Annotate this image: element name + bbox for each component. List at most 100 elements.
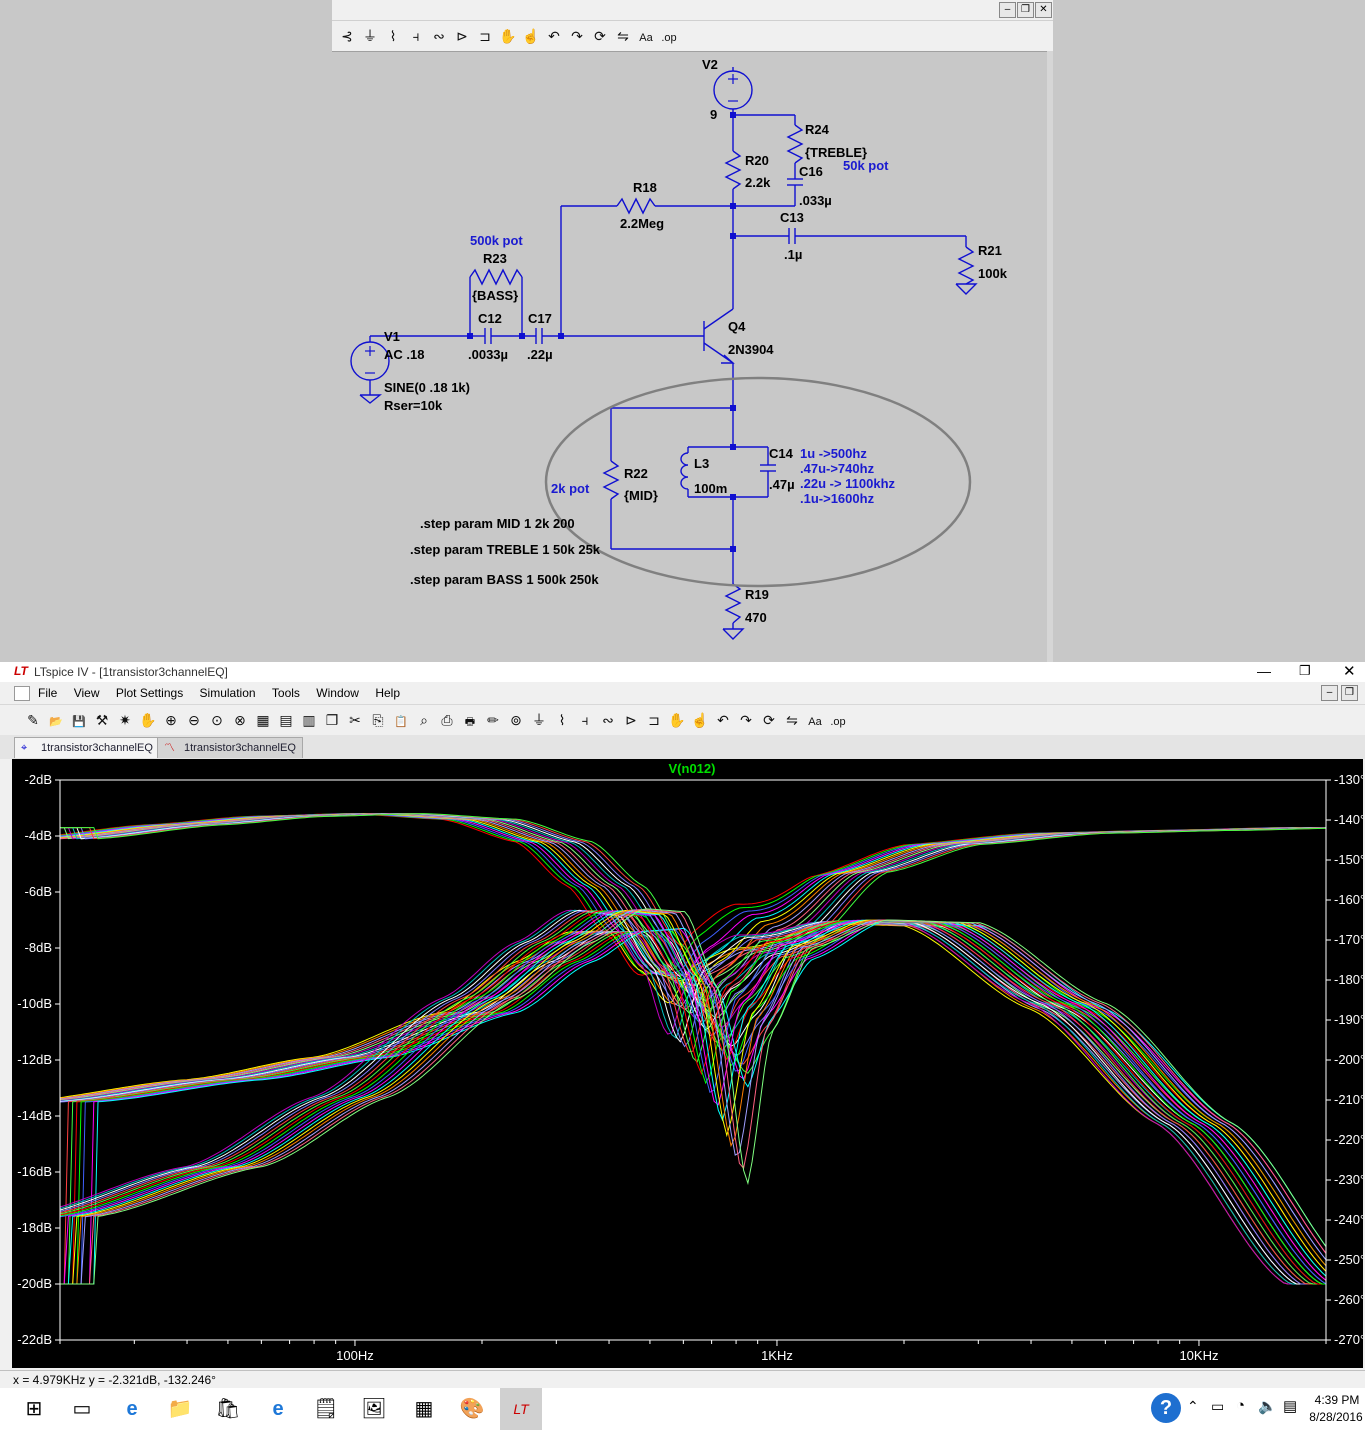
schematic-scrollbar[interactable] — [1047, 51, 1053, 665]
drag-icon[interactable]: ☝ — [691, 712, 709, 728]
volume-icon[interactable]: 🔈 — [1258, 1398, 1277, 1415]
paste-icon[interactable]: 📋 — [394, 716, 408, 728]
r18-value: 2.2Meg — [620, 216, 664, 231]
zoom-fit-icon[interactable]: ⊙ — [211, 712, 223, 728]
halt-icon[interactable]: ✋ — [139, 712, 157, 728]
redo-icon[interactable]: ↷ — [571, 28, 583, 44]
control-panel-icon[interactable]: ⚒ — [95, 712, 109, 728]
child-restore-icon[interactable]: ❐ — [1341, 685, 1358, 701]
clock-time[interactable]: 4:39 PM — [1314, 1393, 1360, 1407]
notification-icon[interactable]: ▤ — [1283, 1398, 1298, 1415]
inductor-icon[interactable]: ∾ — [602, 712, 614, 728]
diode-icon[interactable]: ⊳ — [456, 28, 468, 44]
ground-icon[interactable]: ⏚ — [363, 28, 377, 44]
spice-directive-icon[interactable]: .op — [830, 716, 846, 728]
print-icon[interactable]: 🖶 — [464, 716, 476, 728]
schematic-canvas[interactable]: V2 9 R24 {TREBLE} R20 2.2k C16 .033µ R18… — [332, 51, 1047, 665]
inductor-icon[interactable]: ∾ — [433, 28, 445, 44]
trace-line — [60, 908, 1327, 1285]
mirror-icon[interactable]: ⇋ — [617, 28, 629, 44]
label-net-icon[interactable]: ⊚ — [510, 712, 522, 728]
menu-simulation[interactable]: Simulation — [199, 686, 256, 700]
open-icon[interactable]: 📂 — [49, 716, 63, 728]
trace-line — [60, 909, 1327, 1285]
undo-icon[interactable]: ↶ — [548, 28, 560, 44]
close-icon[interactable]: ✕ — [1343, 663, 1356, 680]
menu-help[interactable]: Help — [375, 686, 400, 700]
print-setup-icon[interactable]: ⎙ — [441, 712, 453, 728]
cascade-icon[interactable]: ❐ — [325, 712, 339, 728]
minimize-icon[interactable]: – — [999, 2, 1016, 18]
menu-tools[interactable]: Tools — [271, 686, 300, 700]
tab-waveform[interactable]: 〽 1transistor3channelEQ — [157, 737, 303, 758]
autorange-icon[interactable]: ▦ — [256, 712, 270, 728]
maximize-icon[interactable]: ❐ — [1299, 663, 1311, 678]
v2-label: V2 — [702, 57, 718, 72]
chevron-up-icon[interactable]: ⌃ — [1187, 1398, 1199, 1414]
store-icon[interactable]: 🛍 — [215, 1398, 241, 1420]
copy-icon[interactable]: ⎘ — [372, 712, 384, 728]
y2-tick-label: -180° — [1334, 972, 1363, 987]
rotate-icon[interactable]: ⟳ — [763, 712, 775, 728]
child-minimize-icon[interactable]: – — [1321, 685, 1338, 701]
capacitor-icon[interactable]: ⫞ — [581, 712, 589, 728]
help-icon[interactable]: ? — [1151, 1393, 1181, 1423]
tile-horizontal-icon[interactable]: ▤ — [279, 712, 293, 728]
mirror-icon[interactable]: ⇋ — [786, 712, 798, 728]
menu-plot-settings[interactable]: Plot Settings — [115, 686, 184, 700]
zoom-in-icon[interactable]: ⊕ — [165, 712, 177, 728]
undo-icon[interactable]: ↶ — [717, 712, 729, 728]
calculator-icon[interactable]: ▦ — [414, 1398, 434, 1420]
cancel-zoom-icon[interactable]: ⊗ — [234, 712, 246, 728]
rotate-icon[interactable]: ⟳ — [594, 28, 606, 44]
spice-directive-icon[interactable]: .op — [661, 32, 677, 44]
ltspice-icon[interactable]: LT — [500, 1388, 542, 1430]
trace-line — [60, 909, 1327, 1285]
x-tick-label: 100Hz — [336, 1348, 374, 1363]
menu-view[interactable]: View — [73, 686, 100, 700]
new-schematic-icon[interactable]: ✎ — [27, 712, 39, 728]
c17-label: C17 — [528, 311, 552, 326]
menu-file[interactable]: File — [38, 686, 58, 700]
menu-window[interactable]: Window — [316, 686, 359, 700]
restore-icon[interactable]: ❐ — [1017, 2, 1034, 18]
battery-icon[interactable]: ▭ — [1211, 1398, 1225, 1414]
component-icon[interactable]: ⊐ — [648, 712, 660, 728]
clock-date[interactable]: 8/28/2016 — [1309, 1410, 1363, 1424]
diode-icon[interactable]: ⊳ — [625, 712, 637, 728]
save-icon[interactable]: 💾 — [72, 716, 86, 728]
capacitor-icon[interactable]: ⫞ — [412, 28, 420, 44]
draw-wire-icon[interactable]: ✏ — [487, 712, 499, 728]
notes-icon[interactable]: 🗒 — [313, 1398, 339, 1420]
text-icon[interactable]: Aa — [808, 716, 822, 728]
wire-icon[interactable]: ⊰ — [341, 28, 353, 44]
run-icon[interactable]: ✷ — [119, 712, 131, 728]
minimize-icon[interactable]: — — [1257, 663, 1271, 679]
redo-icon[interactable]: ↷ — [740, 712, 752, 728]
component-icon[interactable]: ⊐ — [479, 28, 491, 44]
move-icon[interactable]: ✋ — [499, 28, 517, 44]
tile-vertical-icon[interactable]: ▥ — [302, 712, 316, 728]
paint-icon[interactable]: 🎨 — [459, 1398, 485, 1420]
tab-schematic[interactable]: ⌖ 1transistor3channelEQ — [14, 737, 160, 758]
drag-icon[interactable]: ☝ — [522, 28, 540, 44]
resistor-icon[interactable]: ⌇ — [558, 712, 566, 728]
ground-icon[interactable]: ⏚ — [532, 712, 546, 728]
close-icon[interactable]: ✕ — [1035, 2, 1052, 18]
cut-icon[interactable]: ✂ — [349, 712, 361, 728]
task-view-icon[interactable]: ▭ — [72, 1398, 92, 1420]
text-icon[interactable]: Aa — [639, 32, 653, 44]
zoom-out-icon[interactable]: ⊖ — [188, 712, 200, 728]
photo-icon[interactable]: 🖼 — [361, 1398, 387, 1420]
file-explorer-icon[interactable]: 📁 — [167, 1398, 193, 1420]
start-icon[interactable]: ⊞ — [25, 1398, 43, 1420]
y-tick-label: -2dB — [25, 772, 52, 787]
waveform-plot[interactable]: V(n012) -2dB-4dB-6dB-8dB-10dB-12dB-14dB-… — [12, 759, 1363, 1368]
resistor-icon[interactable]: ⌇ — [389, 28, 397, 44]
ie-icon[interactable]: e — [272, 1398, 284, 1420]
wifi-icon[interactable]: ◔ — [1236, 1397, 1246, 1414]
move-icon[interactable]: ✋ — [668, 712, 686, 728]
edge-icon[interactable]: e — [126, 1398, 138, 1420]
find-icon[interactable]: ⌕ — [420, 712, 428, 728]
y-tick-label: -16dB — [17, 1164, 52, 1179]
